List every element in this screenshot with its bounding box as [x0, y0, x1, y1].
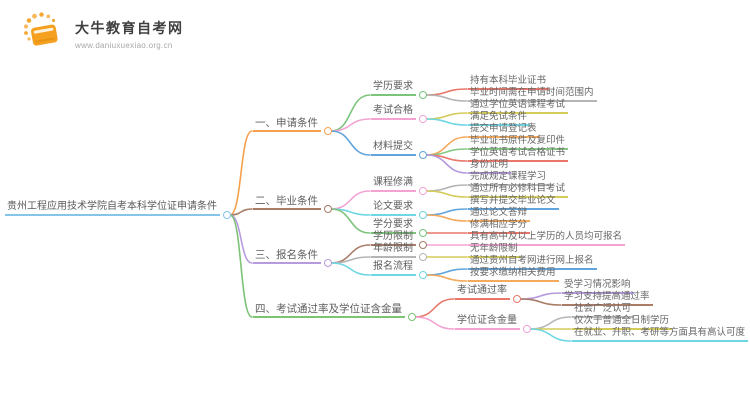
logo-title: 大牛教育自考网	[75, 19, 184, 36]
mindmap-branch-node[interactable]: 二、毕业条件	[253, 195, 332, 213]
mindmap-leaf-node[interactable]: 毕业证书原件及复印件	[468, 135, 569, 150]
mindmap-leaf-node[interactable]: 持有本科毕业证书	[468, 75, 550, 90]
mindmap-branch-node[interactable]: 材料提交	[371, 141, 427, 159]
collapse-dot[interactable]	[419, 91, 427, 99]
mindmap-leaf-node[interactable]: 在就业、升职、考研等方面具有高认可度	[572, 327, 749, 342]
node-label: 考试合格	[373, 105, 413, 116]
node-label: 毕业证书原件及复印件	[470, 135, 566, 146]
node-label: 年龄限制	[373, 243, 413, 254]
node-label: 通过学位英语课程考试	[470, 99, 566, 110]
mindmap-branch-node[interactable]: 论文要求	[371, 201, 427, 219]
node-label: 学位证含金量	[457, 315, 517, 326]
mindmap-branch-node[interactable]: 年龄限制	[371, 243, 427, 261]
mindmap-leaf-node[interactable]: 仅次于普通全日制学历	[572, 315, 673, 330]
node-label: 仅次于普通全日制学历	[574, 315, 670, 326]
mindmap-branch-node[interactable]: 考试合格	[371, 105, 427, 123]
node-label: 学习支持提高通过率	[564, 291, 650, 302]
mindmap-branch-node[interactable]: 报名流程	[371, 261, 427, 279]
node-label: 满足免试条件	[470, 111, 528, 122]
node-label: 学历限制	[373, 231, 413, 242]
mindmap-leaf-node[interactable]: 学习支持提高通过率	[562, 291, 653, 306]
node-label: 具有高中及以上学历的人员均可报名	[470, 231, 623, 242]
collapse-dot[interactable]	[523, 325, 531, 333]
mindmap-leaf-node[interactable]: 通过学位英语课程考试	[468, 99, 569, 114]
node-label: 受学习情况影响	[564, 279, 631, 290]
mindmap-leaf-node[interactable]: 通过贵州自考网进行网上报名	[468, 255, 597, 270]
mindmap-leaf-node[interactable]: 学位英语考试合格证书	[468, 147, 569, 162]
mindmap-leaf-node[interactable]: 提交申请登记表	[468, 123, 540, 138]
collapse-dot[interactable]	[408, 313, 416, 321]
mindmap-branch-node[interactable]: 课程修满	[371, 177, 427, 195]
mindmap-leaf-node[interactable]: 修满相应学分	[468, 219, 531, 234]
node-label: 课程修满	[373, 177, 413, 188]
mindmap-leaf-node[interactable]: 完成规定课程学习	[468, 171, 550, 186]
collapse-dot[interactable]	[513, 295, 521, 303]
mindmap-leaf-node[interactable]: 社会广泛认可	[572, 303, 635, 318]
site-logo[interactable]: 大牛教育自考网 www.daniuxuexiao.org.cn	[22, 10, 184, 57]
mindmap-leaf-node[interactable]: 无年龄限制	[468, 243, 521, 258]
node-label: 无年龄限制	[470, 243, 518, 254]
node-label: 通过所有必修科目考试	[470, 183, 566, 194]
node-label: 撰写并提交毕业论文	[470, 195, 556, 206]
node-label: 一、申请条件	[255, 117, 318, 129]
mindmap-branch-node[interactable]: 一、申请条件	[253, 117, 332, 135]
mindmap-branch-node[interactable]: 学历限制	[371, 231, 427, 249]
collapse-dot[interactable]	[324, 127, 332, 135]
collapse-dot[interactable]	[419, 253, 427, 261]
node-label: 按要求缴纳相关费用	[470, 267, 556, 278]
mindmap-leaf-node[interactable]: 通过论文答辩	[468, 207, 531, 222]
node-label: 二、毕业条件	[255, 195, 318, 207]
node-label: 四、考试通过率及学位证含金量	[255, 303, 402, 315]
node-label: 贵州工程应用技术学院自考本科学位证申请条件	[7, 201, 217, 212]
node-label: 论文要求	[373, 201, 413, 212]
node-label: 修满相应学分	[470, 219, 528, 230]
node-label: 毕业时间需在申请时间范围内	[470, 87, 594, 98]
node-label: 提交申请登记表	[470, 123, 537, 134]
collapse-dot[interactable]	[419, 151, 427, 159]
mindmap-leaf-node[interactable]: 按要求缴纳相关费用	[468, 267, 559, 282]
collapse-dot[interactable]	[324, 259, 332, 267]
mindmap-leaf-node[interactable]: 毕业时间需在申请时间范围内	[468, 87, 597, 102]
node-label: 身份证明	[470, 159, 509, 170]
collapse-dot[interactable]	[419, 241, 427, 249]
mindmap-branch-node[interactable]: 学历要求	[371, 81, 427, 99]
mindmap-branch-node[interactable]: 四、考试通过率及学位证含金量	[253, 303, 416, 321]
mindmap-branch-node[interactable]: 三、报名条件	[253, 249, 332, 267]
node-label: 学分要求	[373, 219, 413, 230]
collapse-dot[interactable]	[324, 205, 332, 213]
node-label: 三、报名条件	[255, 249, 318, 261]
mindmap-leaf-node[interactable]: 撰写并提交毕业论文	[468, 195, 559, 210]
mindmap-root-node[interactable]: 贵州工程应用技术学院自考本科学位证申请条件	[5, 201, 231, 219]
node-label: 报名流程	[373, 261, 413, 272]
node-label: 通过贵州自考网进行网上报名	[470, 255, 594, 266]
mindmap-leaf-node[interactable]: 满足免试条件	[468, 111, 531, 126]
node-label: 完成规定课程学习	[470, 171, 547, 182]
mindmap-leaf-node[interactable]: 身份证明	[468, 159, 512, 174]
mindmap-leaf-node[interactable]: 具有高中及以上学历的人员均可报名	[468, 231, 626, 246]
node-label: 通过论文答辩	[470, 207, 528, 218]
mindmap-branch-node[interactable]: 学位证含金量	[455, 315, 531, 333]
collapse-dot[interactable]	[419, 187, 427, 195]
node-label: 学历要求	[373, 81, 413, 92]
mindmap-branch-node[interactable]: 学分要求	[371, 219, 427, 237]
collapse-dot[interactable]	[419, 115, 427, 123]
mindmap-leaf-node[interactable]: 通过所有必修科目考试	[468, 183, 569, 198]
mindmap-leaf-node[interactable]: 受学习情况影响	[562, 279, 634, 294]
logo-url: www.daniuxuexiao.org.cn	[75, 40, 173, 50]
collapse-dot[interactable]	[419, 211, 427, 219]
node-label: 材料提交	[373, 141, 413, 152]
node-label: 考试通过率	[457, 285, 507, 296]
mindmap-branch-node[interactable]: 考试通过率	[455, 285, 521, 303]
node-label: 学位英语考试合格证书	[470, 147, 566, 158]
collapse-dot[interactable]	[223, 211, 231, 219]
logo-book-icon	[22, 10, 66, 57]
collapse-dot[interactable]	[419, 229, 427, 237]
node-label: 社会广泛认可	[574, 303, 632, 314]
node-label: 在就业、升职、考研等方面具有高认可度	[574, 327, 746, 338]
collapse-dot[interactable]	[419, 271, 427, 279]
node-label: 持有本科毕业证书	[470, 75, 547, 86]
